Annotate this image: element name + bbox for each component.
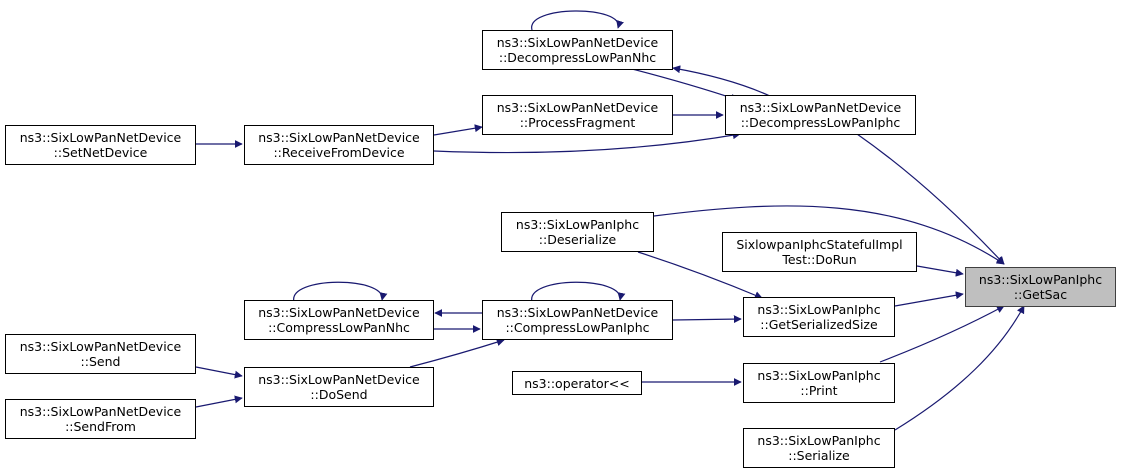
edge-deserialize-to-getsac <box>653 205 1005 265</box>
node-get-serialized-size-line1: ns3::SixLowPanIphc <box>757 302 881 317</box>
edge-compress-iphc-to-get-serialized-size <box>672 315 742 324</box>
node-compress-lowpan-iphc-line1: ns3::SixLowPanNetDevice <box>496 305 659 320</box>
node-decompress-lowpan-nhc-line1: ns3::SixLowPanNetDevice <box>496 35 659 50</box>
edge-decompress-iphc-to-decompress-nhc <box>672 65 771 97</box>
edge-decompress-iphc-to-getsac <box>856 133 1005 265</box>
node-print-line1: ns3::SixLowPanIphc <box>757 368 881 383</box>
edge-do-send-to-compress-iphc <box>409 338 505 368</box>
node-stateful-impl-test-dorun-line1: SixlowpanIphcStatefulImpl <box>736 237 903 252</box>
node-print[interactable]: ns3::SixLowPanIphc ::Print <box>743 363 895 403</box>
node-send-from[interactable]: ns3::SixLowPanNetDevice ::SendFrom <box>5 399 196 439</box>
node-send-from-line1: ns3::SixLowPanNetDevice <box>19 404 182 419</box>
edge-get-serialized-size-to-getsac <box>894 291 964 307</box>
node-getsac-line2: ::GetSac <box>1013 287 1068 302</box>
node-send-line1: ns3::SixLowPanNetDevice <box>19 339 182 354</box>
node-print-line2: ::Print <box>800 383 838 398</box>
node-serialize-line1: ns3::SixLowPanIphc <box>757 433 881 448</box>
edge-receive-to-decompress-iphc <box>433 131 741 154</box>
node-receive-from-device[interactable]: ns3::SixLowPanNetDevice ::ReceiveFromDev… <box>244 125 434 165</box>
edge-receive-to-process-fragment <box>433 124 483 136</box>
node-send[interactable]: ns3::SixLowPanNetDevice ::Send <box>5 334 196 374</box>
edge-compress-iphc-self-loop <box>531 281 626 303</box>
node-deserialize-line1: ns3::SixLowPanIphc <box>515 217 640 232</box>
node-send-line2: ::Send <box>80 354 121 369</box>
node-receive-from-device-line2: ::ReceiveFromDevice <box>273 145 405 160</box>
node-decompress-lowpan-iphc-line2: ::DecompressLowPanIphc <box>740 115 901 130</box>
node-decompress-lowpan-iphc-line1: ns3::SixLowPanNetDevice <box>739 100 902 115</box>
edge-send-from-to-do-send <box>195 395 243 408</box>
node-receive-from-device-line1: ns3::SixLowPanNetDevice <box>258 130 420 145</box>
edge-send-to-do-send <box>195 366 243 379</box>
node-do-send-line1: ns3::SixLowPanNetDevice <box>258 372 420 387</box>
node-do-send-line2: ::DoSend <box>310 387 368 402</box>
node-deserialize-line2: ::Deserialize <box>538 232 617 247</box>
node-getsac-line1: ns3::SixLowPanIphc <box>978 272 1103 287</box>
node-stateful-impl-test-dorun-line2: Test::DoRun <box>782 252 857 267</box>
node-operator-shift-line1: ns3::operator<< <box>524 375 630 391</box>
node-get-serialized-size-line2: ::GetSerializedSize <box>760 317 878 332</box>
node-set-net-device-line1: ns3::SixLowPanNetDevice <box>19 130 182 145</box>
edge-print-to-getsac <box>879 305 1005 363</box>
node-set-net-device-line2: ::SetNetDevice <box>53 145 148 160</box>
edge-serialize-to-getsac <box>894 305 1025 431</box>
node-compress-lowpan-iphc-line2: ::CompressLowPanIphc <box>505 320 650 335</box>
node-compress-lowpan-nhc[interactable]: ns3::SixLowPanNetDevice ::CompressLowPan… <box>244 300 434 340</box>
node-send-from-line2: ::SendFrom <box>65 419 136 434</box>
node-process-fragment[interactable]: ns3::SixLowPanNetDevice ::ProcessFragmen… <box>482 95 673 135</box>
node-decompress-lowpan-nhc-line2: ::DecompressLowPanNhc <box>498 50 657 65</box>
node-stateful-impl-test-dorun[interactable]: SixlowpanIphcStatefulImpl Test::DoRun <box>722 232 917 272</box>
node-serialize[interactable]: ns3::SixLowPanIphc ::Serialize <box>743 428 895 468</box>
node-compress-lowpan-nhc-line1: ns3::SixLowPanNetDevice <box>258 305 420 320</box>
edge-stateful-test-to-getsac <box>916 265 964 277</box>
node-operator-shift[interactable]: ns3::operator<< <box>512 371 642 395</box>
node-decompress-lowpan-iphc[interactable]: ns3::SixLowPanNetDevice ::DecompressLowP… <box>725 95 916 135</box>
node-compress-lowpan-nhc-line2: ::CompressLowPanNhc <box>268 320 410 335</box>
node-process-fragment-line2: ::ProcessFragment <box>519 115 636 130</box>
node-get-serialized-size[interactable]: ns3::SixLowPanIphc ::GetSerializedSize <box>743 297 895 337</box>
edge-compress-nhc-self-loop <box>293 281 388 303</box>
node-deserialize[interactable]: ns3::SixLowPanIphc ::Deserialize <box>501 212 654 252</box>
node-getsac[interactable]: ns3::SixLowPanIphc ::GetSac <box>965 267 1116 307</box>
node-compress-lowpan-iphc[interactable]: ns3::SixLowPanNetDevice ::CompressLowPan… <box>482 300 673 340</box>
node-do-send[interactable]: ns3::SixLowPanNetDevice ::DoSend <box>244 367 434 407</box>
node-decompress-lowpan-nhc[interactable]: ns3::SixLowPanNetDevice ::DecompressLowP… <box>482 30 673 70</box>
node-set-net-device[interactable]: ns3::SixLowPanNetDevice ::SetNetDevice <box>5 125 196 165</box>
edge-deserialize-to-get-serialized-size <box>637 251 763 299</box>
node-serialize-line2: ::Serialize <box>788 448 850 463</box>
node-process-fragment-line1: ns3::SixLowPanNetDevice <box>496 100 659 115</box>
edge-decompress-nhc-self-loop <box>531 10 624 31</box>
